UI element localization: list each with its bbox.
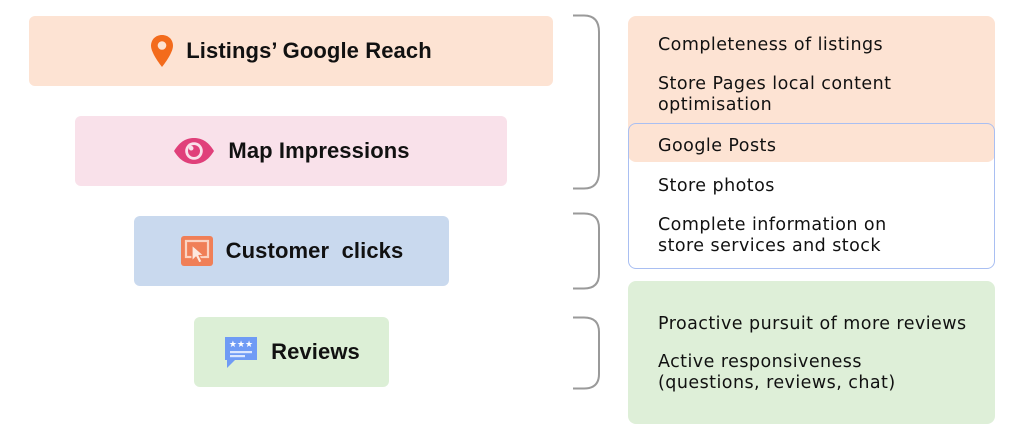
click-icon bbox=[180, 235, 214, 267]
bracket-reach-impressions bbox=[573, 14, 600, 190]
action-google-posts: Google Posts bbox=[658, 136, 777, 156]
listings-google-reach-box: Listings’ Google Reach bbox=[29, 16, 553, 86]
review-bubble-icon: ★★★ bbox=[223, 334, 259, 370]
reach-actions-panel bbox=[628, 16, 995, 162]
reviews-actions-panel bbox=[628, 281, 995, 424]
action-store-photos: Store photos bbox=[658, 176, 775, 196]
listings-google-reach-label: Listings’ Google Reach bbox=[186, 38, 432, 63]
clicks-actions-panel bbox=[628, 123, 995, 269]
action-active-responsiveness: Active responsiveness (questions, review… bbox=[658, 352, 896, 393]
reviews-box: ★★★ Reviews bbox=[194, 317, 389, 387]
action-pursuit-of-reviews: Proactive pursuit of more reviews bbox=[658, 314, 967, 334]
action-store-pages-optimisation: Store Pages local content optimisation bbox=[658, 74, 892, 115]
action-store-services-info: Complete information on store services a… bbox=[658, 215, 887, 256]
bracket-clicks bbox=[573, 212, 600, 290]
customer-clicks-box: Customer clicks bbox=[134, 216, 449, 286]
map-impressions-label: Map Impressions bbox=[228, 138, 410, 163]
bracket-reviews bbox=[573, 316, 600, 390]
map-pin-icon bbox=[150, 34, 174, 68]
action-completeness-of-listings: Completeness of listings bbox=[658, 35, 884, 55]
eye-icon bbox=[172, 137, 216, 165]
customer-clicks-label: Customer clicks bbox=[225, 238, 404, 263]
svg-text:★★★: ★★★ bbox=[229, 340, 253, 350]
reviews-label: Reviews bbox=[271, 339, 360, 364]
map-impressions-box: Map Impressions bbox=[75, 116, 507, 186]
